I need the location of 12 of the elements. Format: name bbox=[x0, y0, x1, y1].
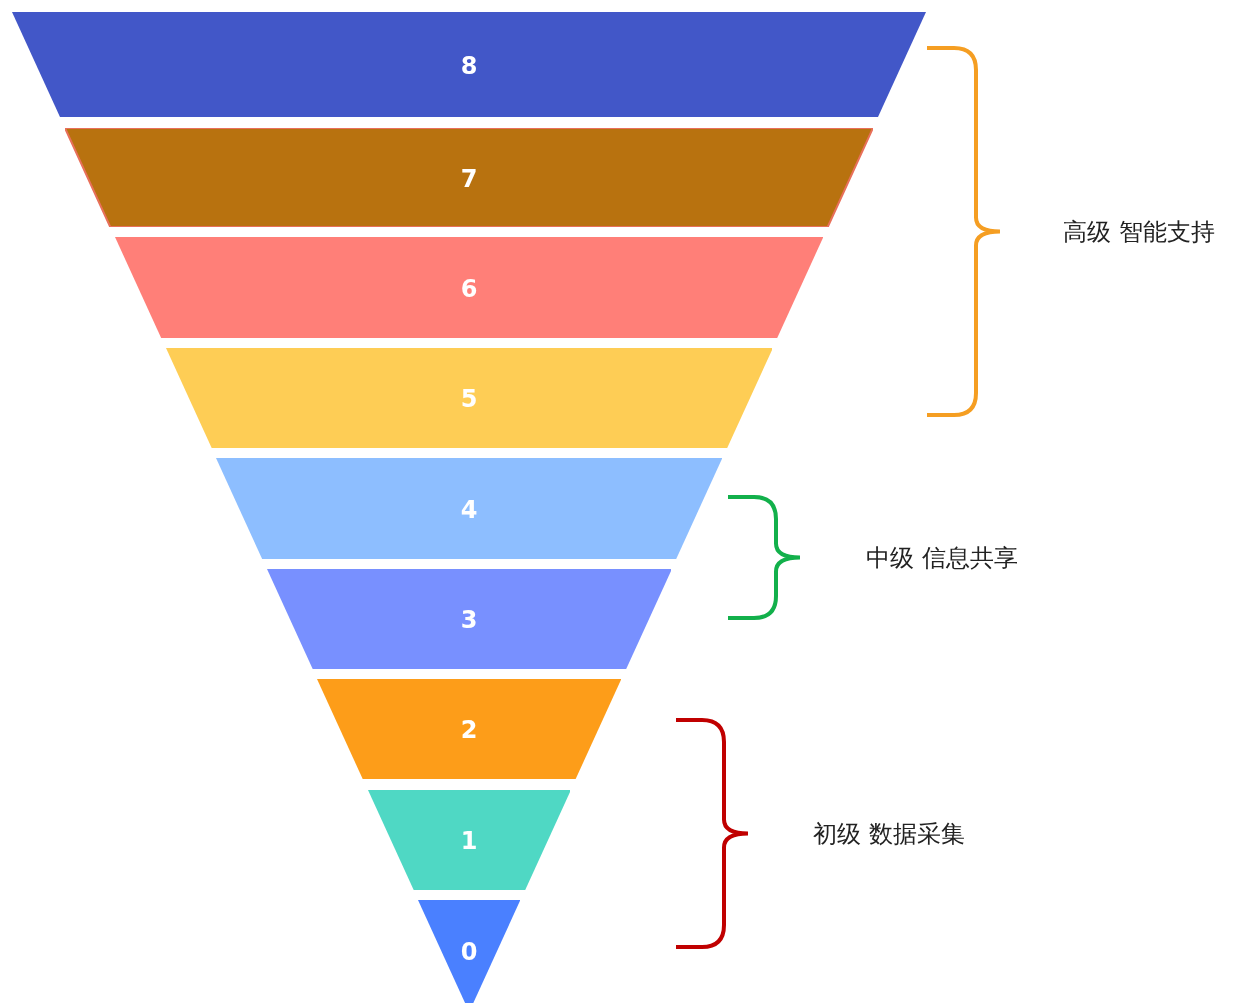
group-label: 高级 智能支持 bbox=[1063, 216, 1215, 247]
segment-number: 1 bbox=[460, 827, 478, 855]
segment-number: 5 bbox=[460, 385, 478, 413]
group-label: 初级 数据采集 bbox=[813, 818, 965, 849]
group-label: 中级 信息共享 bbox=[866, 542, 1018, 573]
segment-number: 4 bbox=[460, 495, 478, 524]
segment-number: 6 bbox=[460, 274, 478, 303]
segment-number: 3 bbox=[460, 606, 478, 634]
segment-number: 7 bbox=[460, 164, 478, 193]
segment-number: 0 bbox=[460, 938, 478, 966]
segment-number: 8 bbox=[460, 51, 478, 80]
segment-number: 2 bbox=[460, 716, 478, 744]
